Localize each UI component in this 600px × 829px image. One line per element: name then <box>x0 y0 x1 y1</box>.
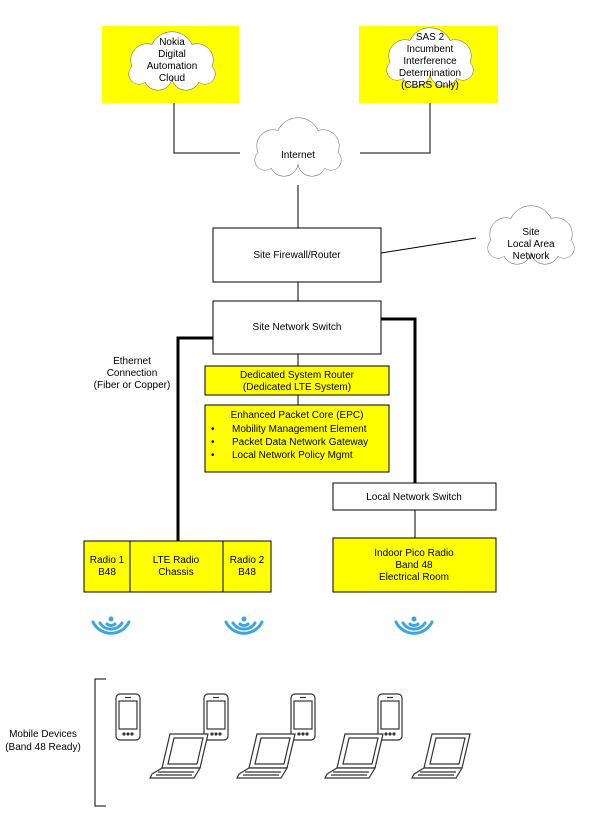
dedicated-router-line-1: Dedicated System Router <box>240 370 355 381</box>
link-sas-internet <box>360 103 431 154</box>
site-lan-line-2: Local Area <box>507 239 555 250</box>
nokia-cloud-line-4: Cloud <box>159 73 185 84</box>
wifi-signal-icon <box>394 616 434 635</box>
pico-line-2: Band 48 <box>395 560 433 571</box>
sas-cloud-panel: SAS 2 Incumbent Interference Determinati… <box>359 26 498 103</box>
smartphone-icon <box>203 693 229 741</box>
local-switch-box: Local Network Switch <box>332 482 497 511</box>
pico-radio-box: Indoor Pico Radio Band 48 Electrical Roo… <box>332 537 497 593</box>
ethernet-line-1: Ethernet <box>113 356 151 367</box>
laptop-icon <box>324 733 384 779</box>
local-switch-label: Local Network Switch <box>366 492 462 503</box>
laptop-icon <box>149 733 209 779</box>
mobile-devices-bracket <box>94 678 106 807</box>
nokia-cloud-line-3: Automation <box>147 61 198 72</box>
smartphone-icon <box>115 693 141 741</box>
nokia-cloud-line-2: Digital <box>158 49 186 60</box>
lte-radio-chassis: Radio 1 B48 LTE Radio Chassis Radio 2 B4… <box>83 540 272 593</box>
sas-cloud-line-2: Incumbent <box>407 44 454 55</box>
site-lan-cloud: Site Local Area Network <box>487 205 575 265</box>
nokia-cloud-line-1: Nokia <box>159 37 185 48</box>
radio1-line-1: Radio 1 <box>90 555 125 566</box>
epc-title: Enhanced Packet Core (EPC) <box>231 410 364 421</box>
smartphone-icon <box>377 693 403 741</box>
epc-bullet-1: • <box>211 424 215 435</box>
pico-line-1: Indoor Pico Radio <box>374 548 454 559</box>
wifi-signal-icon <box>224 616 264 635</box>
epc-item-3: Local Network Policy Mgmt <box>232 450 353 461</box>
site-switch-box: Site Network Switch <box>212 300 382 355</box>
epc-bullet-2: • <box>211 437 215 448</box>
site-lan-line-3: Network <box>513 251 551 262</box>
internet-cloud: Internet <box>254 117 342 177</box>
ethernet-connection-label: Ethernet Connection (Fiber or Copper) <box>94 356 171 391</box>
internet-label: Internet <box>281 150 315 161</box>
smartphone-icon <box>290 693 316 741</box>
ethernet-line-3: (Fiber or Copper) <box>94 380 171 391</box>
sas-cloud-line-4: Determination <box>399 68 461 79</box>
site-firewall-box: Site Firewall/Router <box>212 227 382 283</box>
link-firewall-sitelan <box>380 237 477 254</box>
pico-line-3: Electrical Room <box>379 572 449 583</box>
radio2-line-2: B48 <box>238 567 256 578</box>
epc-box: Enhanced Packet Core (EPC) • Mobility Ma… <box>204 404 390 473</box>
epc-item-1: Mobility Management Element <box>232 424 367 435</box>
radio1-line-2: B48 <box>98 567 116 578</box>
mobile-devices-label: Mobile Devices (Band 48 Ready) <box>5 729 81 753</box>
sas-cloud-line-5: (CBRS Only) <box>401 80 459 91</box>
ethernet-link-chassis <box>176 336 213 541</box>
sas-cloud-line-1: SAS 2 <box>416 32 445 43</box>
sas-cloud-line-3: Interference <box>403 56 457 67</box>
epc-bullet-3: • <box>211 450 215 461</box>
laptop-icon <box>236 733 296 779</box>
epc-item-2: Packet Data Network Gateway <box>232 437 368 448</box>
mobile-devices-line-1: Mobile Devices <box>9 729 77 740</box>
connectors <box>173 103 477 541</box>
mobile-devices-line-2: (Band 48 Ready) <box>5 742 81 753</box>
link-nokia-internet <box>173 103 240 154</box>
device-group <box>115 693 471 779</box>
ethernet-link-local-switch <box>381 317 417 483</box>
chassis-line-1: LTE Radio <box>153 555 200 566</box>
chassis-line-2: Chassis <box>158 567 194 578</box>
laptop-icon <box>411 733 471 779</box>
site-lan-line-1: Site <box>522 227 540 238</box>
nokia-cloud-panel: Nokia Digital Automation Cloud <box>102 26 239 103</box>
wifi-signal-icon <box>91 616 131 635</box>
radio2-line-1: Radio 2 <box>230 555 265 566</box>
dedicated-router-box: Dedicated System Router (Dedicated LTE S… <box>204 365 390 396</box>
site-firewall-label: Site Firewall/Router <box>253 250 341 261</box>
dedicated-router-line-2: (Dedicated LTE System) <box>243 382 351 393</box>
ethernet-line-2: Connection <box>107 368 158 379</box>
site-switch-label: Site Network Switch <box>253 322 342 333</box>
